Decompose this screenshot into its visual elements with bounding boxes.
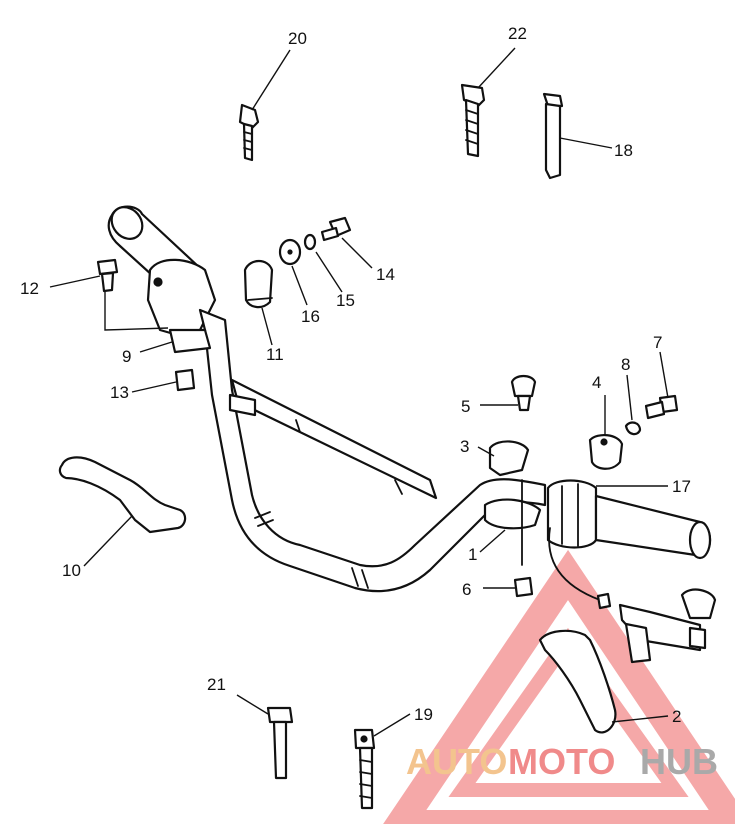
label-5: 5	[461, 397, 470, 416]
handlebar	[107, 205, 717, 664]
label-19: 19	[414, 705, 433, 724]
bolt-19	[353, 728, 376, 810]
bolt-12	[96, 258, 119, 293]
bolt-20	[238, 103, 260, 162]
watermark-hub: HUB	[640, 741, 718, 782]
label-20: 20	[288, 29, 307, 48]
watermark-triangle	[383, 549, 735, 824]
clutch-lever	[58, 456, 187, 534]
label-2: 2	[672, 707, 681, 726]
watermark-moto: MOTO	[508, 741, 615, 782]
clamp-11	[243, 259, 274, 309]
label-17: 17	[672, 477, 691, 496]
leader-lines	[49, 47, 669, 737]
label-22: 22	[508, 24, 527, 43]
label-8: 8	[621, 355, 630, 374]
bolt-21	[266, 706, 294, 780]
bolt-7	[644, 394, 679, 420]
brake-lever	[538, 629, 617, 734]
label-14: 14	[376, 265, 395, 284]
label-7: 7	[653, 333, 662, 352]
label-21: 21	[207, 675, 226, 694]
label-12: 12	[20, 279, 39, 298]
bolt-22	[460, 83, 486, 158]
bolt-5	[510, 374, 537, 412]
clamp-4	[588, 434, 624, 470]
label-4: 4	[592, 373, 601, 392]
label-11: 11	[266, 345, 284, 364]
nut-13	[174, 368, 196, 392]
washer-15	[303, 233, 317, 251]
label-9: 9	[122, 347, 131, 366]
label-15: 15	[336, 291, 355, 310]
label-10: 10	[62, 561, 81, 580]
washer-8	[624, 421, 642, 436]
washer-16	[278, 238, 302, 266]
bolt-18	[542, 92, 564, 180]
bolt-14	[320, 216, 352, 242]
label-1: 1	[468, 545, 477, 564]
watermark-auto: AUTO	[406, 741, 507, 782]
label-6: 6	[462, 580, 471, 599]
nut-6	[513, 576, 534, 598]
watermark-logo: AUTO MOTO HUB	[406, 741, 718, 782]
label-13: 13	[110, 383, 129, 402]
clamp-3	[488, 440, 530, 477]
label-16: 16	[301, 307, 320, 326]
holder-9	[168, 328, 212, 354]
part-labels: 20 22 18 14 15 16 11 12 9 13 10 5 3 4 8 …	[20, 24, 691, 726]
label-18: 18	[614, 141, 633, 160]
label-3: 3	[460, 437, 469, 456]
